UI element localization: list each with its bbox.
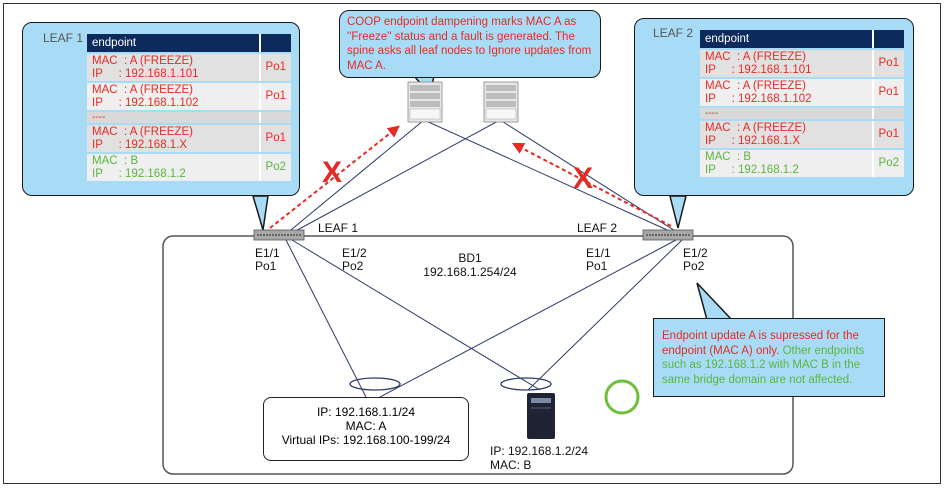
endpoint-mac: MAC : A (FREEZE) xyxy=(705,80,806,92)
link-leaf1-e11-epA xyxy=(285,239,367,398)
leaf-switch-2 xyxy=(642,229,694,241)
leaf1-callout-label: LEAF 1 xyxy=(43,31,84,45)
endpoint-mac: MAC : B xyxy=(92,155,139,167)
suppress-note-green-text: Other endpoints such as 192.168.1.2 with… xyxy=(662,344,865,386)
outer-frame xyxy=(3,3,941,484)
endpoint-ip: IP : 192.168.1.102 xyxy=(92,96,199,109)
leaf1-port-e12: E1/2 xyxy=(342,246,367,260)
endpoint-mac: MAC : A (FREEZE) xyxy=(92,55,193,67)
bridge-domain-subnet: 192.168.1.254/24 xyxy=(423,265,517,279)
endpoint-table-header-label: endpoint xyxy=(92,37,137,49)
spine-switch-2 xyxy=(483,81,519,123)
endpoint-b-ip: IP: 192.168.1.2/24 xyxy=(490,444,589,458)
endpoint-ip: IP : 192.168.1.2 xyxy=(705,163,799,176)
endpoint-table-row: MAC : A (FREEZE)IP : 192.168.1.101 Po1 xyxy=(700,50,904,77)
endpoint-table-ellipsis: ---- xyxy=(87,112,259,123)
leaf2-name: LEAF 2 xyxy=(577,221,618,235)
blocked-x-mark-leaf1: X xyxy=(322,156,343,189)
endpoint-table-ellipsis: ---- xyxy=(700,108,872,119)
link-spine1-leaf1 xyxy=(285,119,425,235)
endpoint-table-row: MAC : A (FREEZE)IP : 192.168.1.102 Po1 xyxy=(700,79,904,106)
endpoint-mac: MAC : A (FREEZE) xyxy=(92,84,193,96)
endpoint-port: Po2 xyxy=(258,154,291,181)
endpoint-ip: IP : 192.168.1.102 xyxy=(705,92,812,105)
endpoint-port: Po1 xyxy=(258,54,291,81)
endpoint-table-row: MAC : A (FREEZE)IP : 192.168.1.X Po1 xyxy=(700,121,904,148)
endpoint-table-row: MAC : A (FREEZE)IP : 192.168.1.101 Po1 xyxy=(87,54,291,81)
leaf2-callout-label: LEAF 2 xyxy=(653,26,694,40)
endpoint-ip: IP : 192.168.1.101 xyxy=(92,67,199,80)
spine-switch-1 xyxy=(407,81,443,123)
endpoint-table-header-port xyxy=(871,30,904,48)
endpoint-port: Po1 xyxy=(871,79,904,106)
endpoint-table-header-label: endpoint xyxy=(705,33,750,45)
leaf1-po1: Po1 xyxy=(255,259,277,273)
leaf2-callout-pointer xyxy=(669,195,687,229)
endpoint-b-mac: MAC: B xyxy=(490,458,532,472)
endpoint-mac: MAC : A (FREEZE) xyxy=(705,122,806,134)
update-arrow-leaf2 xyxy=(511,142,672,227)
endpoint-table-ellipsis-row: ---- xyxy=(87,112,291,123)
leaf1-port-e11: E1/1 xyxy=(255,246,280,260)
suppress-note-red-text: Endpoint update A is supressed for the e… xyxy=(662,330,859,357)
leaf-switch-1 xyxy=(253,229,305,241)
port-channel-ellipse-a xyxy=(349,377,401,391)
endpoint-port: Po1 xyxy=(871,121,904,148)
endpoint-a-virtual-ips: Virtual IPs: 192.168.100-199/24 xyxy=(281,433,451,447)
bridge-domain-name: BD1 xyxy=(458,251,482,265)
link-leaf1-e12-epB xyxy=(291,239,541,391)
endpoint-ip: IP : 192.168.1.X xyxy=(705,134,801,147)
link-leaf2-e12-epB xyxy=(527,239,683,391)
endpoint-table-header-port xyxy=(258,34,291,52)
suppress-callout-pointer xyxy=(696,282,734,321)
endpoint-table-header: endpoint xyxy=(700,30,904,48)
link-spine1-leaf2 xyxy=(423,119,677,235)
endpoint-port: Po1 xyxy=(258,125,291,152)
endpoint-mac: MAC : A (FREEZE) xyxy=(705,51,806,63)
leaf2-port-e11: E1/1 xyxy=(586,246,611,260)
leaf2-port-e12: E1/2 xyxy=(683,246,708,260)
link-leaf2-e11-epA xyxy=(379,239,677,398)
endpoint-ip: IP : 192.168.1.101 xyxy=(705,63,812,76)
coop-dampening-note: COOP endpoint dampening marks MAC A as '… xyxy=(339,10,601,78)
endpoint-mac: MAC : A (FREEZE) xyxy=(92,126,193,138)
endpoint-ip: IP : 192.168.1.X xyxy=(92,138,188,151)
update-suppressed-note: Endpoint update A is supressed for the e… xyxy=(653,318,885,397)
endpoint-port: Po1 xyxy=(871,50,904,77)
endpoint-mac: MAC : B xyxy=(705,151,752,163)
endpoint-port: Po2 xyxy=(871,150,904,177)
leaf1-po2: Po2 xyxy=(342,259,364,273)
endpoint-a-box: IP: 192.168.1.1/24 MAC: A Virtual IPs: 1… xyxy=(263,397,469,461)
endpoint-table-row: MAC : A (FREEZE)IP : 192.168.1.X Po1 xyxy=(87,125,291,152)
leaf1-name: LEAF 1 xyxy=(318,221,359,235)
endpoint-table-header: endpoint xyxy=(87,34,291,52)
server-b-icon xyxy=(527,393,555,439)
endpoint-port: Po1 xyxy=(258,83,291,110)
endpoint-a-mac: MAC: A xyxy=(345,419,387,433)
unaffected-indicator-circle xyxy=(604,379,640,415)
blocked-x-mark-leaf2: X xyxy=(573,162,594,195)
leaf1-callout-pointer xyxy=(251,195,269,231)
endpoint-a-ip: IP: 192.168.1.1/24 xyxy=(316,405,416,419)
endpoint-ip: IP : 192.168.1.2 xyxy=(92,167,186,180)
update-arrow-leaf1 xyxy=(269,125,400,229)
leaf2-po1: Po1 xyxy=(586,259,608,273)
leaf2-po2: Po2 xyxy=(683,259,705,273)
port-channel-ellipse-b xyxy=(500,377,552,391)
endpoint-table-row: MAC : A (FREEZE)IP : 192.168.1.102 Po1 xyxy=(87,83,291,110)
endpoint-table-ellipsis-row: ---- xyxy=(700,108,904,119)
